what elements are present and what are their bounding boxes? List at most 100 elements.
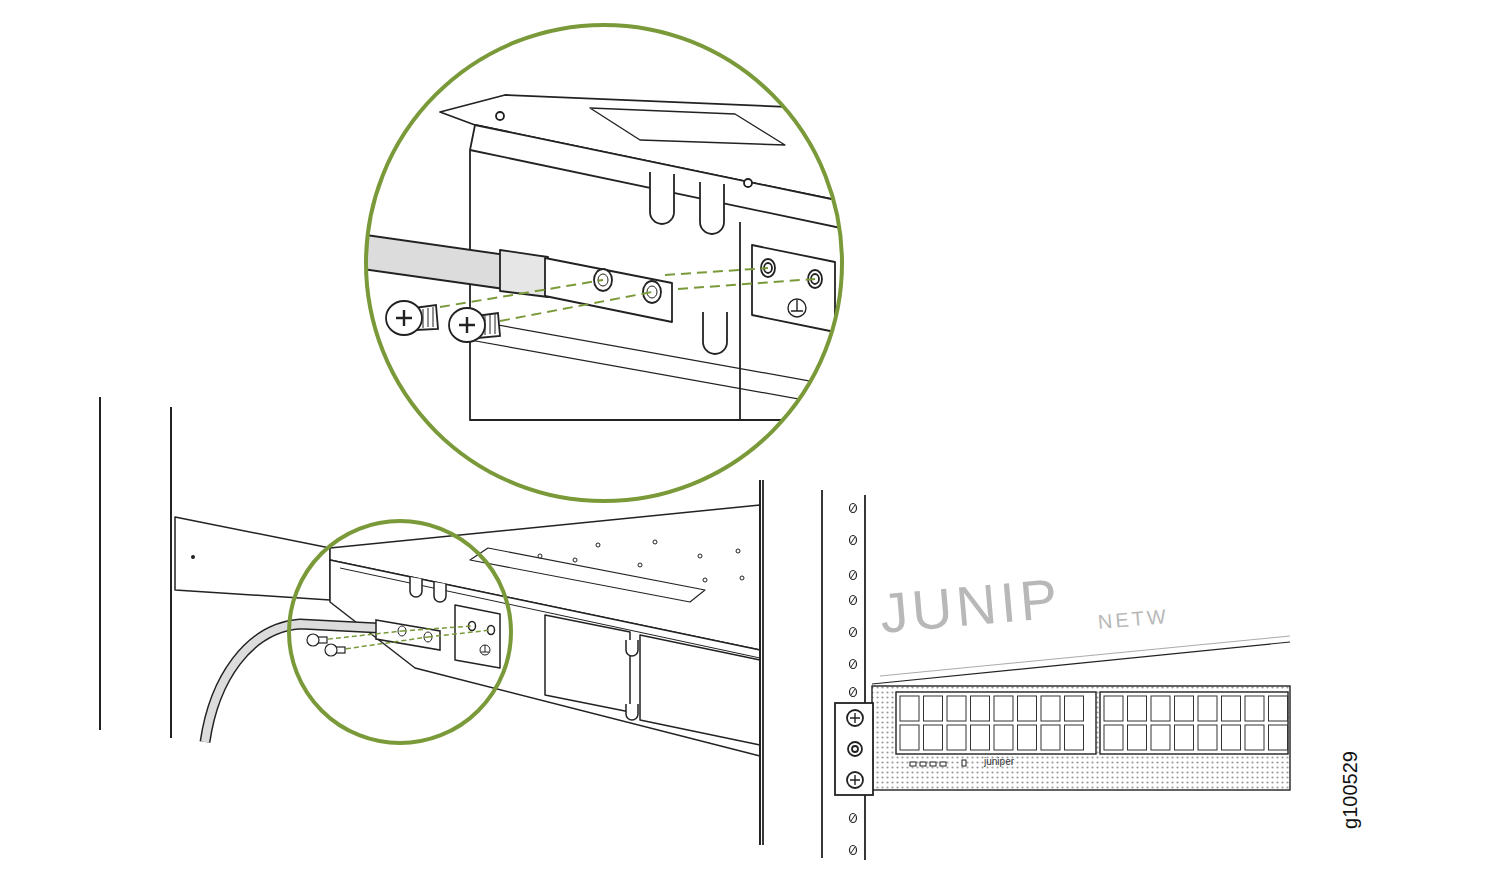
watermark-logo: NETW — [1097, 606, 1169, 632]
port — [947, 696, 966, 721]
rack-hole — [851, 629, 855, 635]
port — [1104, 696, 1123, 721]
port — [924, 725, 943, 750]
dashed-guide — [428, 630, 491, 637]
status-led — [910, 760, 966, 766]
chassis — [330, 560, 760, 756]
rack-hole — [850, 688, 857, 697]
top-hole — [740, 576, 744, 580]
port — [1175, 696, 1194, 721]
illustration — [791, 310, 803, 311]
mounting-ear — [847, 710, 863, 726]
ground-cable — [205, 620, 440, 742]
rack-hole — [850, 596, 857, 605]
mounting-ear — [847, 772, 863, 788]
chassis — [545, 615, 630, 712]
illustration — [643, 281, 661, 303]
top-hole — [703, 578, 707, 582]
rack-hole — [850, 628, 857, 637]
rack-post — [170, 407, 172, 738]
rack-hole — [850, 504, 857, 855]
port — [1245, 696, 1264, 721]
rack-hole — [851, 537, 855, 543]
port — [1175, 725, 1194, 750]
port — [1128, 725, 1147, 750]
port — [1128, 696, 1147, 721]
rack-hole — [850, 660, 857, 669]
port — [1222, 696, 1241, 721]
screw — [307, 634, 345, 656]
chassis — [175, 480, 760, 845]
rack-post — [762, 480, 764, 845]
rack-hole — [851, 661, 855, 667]
port — [1198, 725, 1217, 750]
switch-chassis — [872, 642, 1290, 684]
rack-post — [99, 397, 101, 730]
illustration — [350, 95, 860, 420]
chassis — [175, 517, 330, 600]
rack-hole — [850, 571, 857, 580]
rack-post — [821, 490, 823, 858]
rack-post — [864, 495, 866, 860]
port — [1222, 725, 1241, 750]
dashed-guide — [500, 292, 652, 321]
chassis — [191, 555, 195, 559]
illustration — [703, 312, 727, 354]
rack-hole — [850, 504, 857, 513]
illustration — [739, 222, 741, 420]
mounting-ear — [835, 703, 873, 795]
screw — [449, 308, 485, 342]
chassis — [455, 605, 500, 668]
rack-hole — [851, 847, 855, 853]
port — [1104, 725, 1123, 750]
port — [1198, 696, 1217, 721]
switch-chassis — [1100, 692, 1288, 754]
port — [1269, 696, 1288, 721]
mounting-ear — [835, 703, 873, 795]
illustration — [470, 340, 860, 410]
port — [994, 696, 1013, 721]
dashed-guide — [320, 626, 491, 650]
rack-hole — [850, 571, 857, 580]
mounting-ear — [850, 775, 860, 785]
port — [924, 696, 943, 721]
chassis — [626, 704, 638, 720]
chassis — [434, 582, 446, 602]
switch-chassis — [872, 686, 1290, 790]
rack-hole — [850, 688, 857, 697]
port — [1065, 725, 1084, 750]
rack-hole — [850, 536, 857, 545]
dashed-guide — [665, 268, 768, 275]
port — [994, 725, 1013, 750]
dashed-guide — [338, 637, 428, 650]
mounting-ear — [850, 713, 860, 723]
port — [1245, 725, 1264, 750]
chassis — [481, 652, 489, 653]
port — [1041, 725, 1060, 750]
illustration — [350, 250, 505, 272]
port — [900, 696, 919, 721]
chassis — [410, 577, 422, 597]
rack-hole — [851, 597, 855, 603]
top-hole — [638, 563, 642, 567]
illustration — [650, 172, 674, 224]
magnifier-circle — [366, 25, 842, 501]
illustration — [470, 150, 860, 232]
top-hole — [538, 540, 744, 582]
port — [900, 725, 919, 750]
watermark-logo: JUNIP — [878, 570, 1064, 642]
dashed-guide — [440, 280, 603, 307]
switch-chassis — [872, 636, 1290, 790]
illustration — [744, 179, 752, 187]
rack-hole — [850, 504, 857, 513]
rack-hole — [850, 814, 857, 823]
status-led — [930, 762, 936, 766]
switch-chassis — [880, 636, 1290, 676]
rack-post — [763, 480, 865, 860]
rack-hole — [850, 814, 857, 823]
screw — [307, 634, 319, 646]
illustration — [796, 300, 797, 311]
port — [1018, 696, 1037, 721]
detail-circle — [289, 521, 511, 743]
